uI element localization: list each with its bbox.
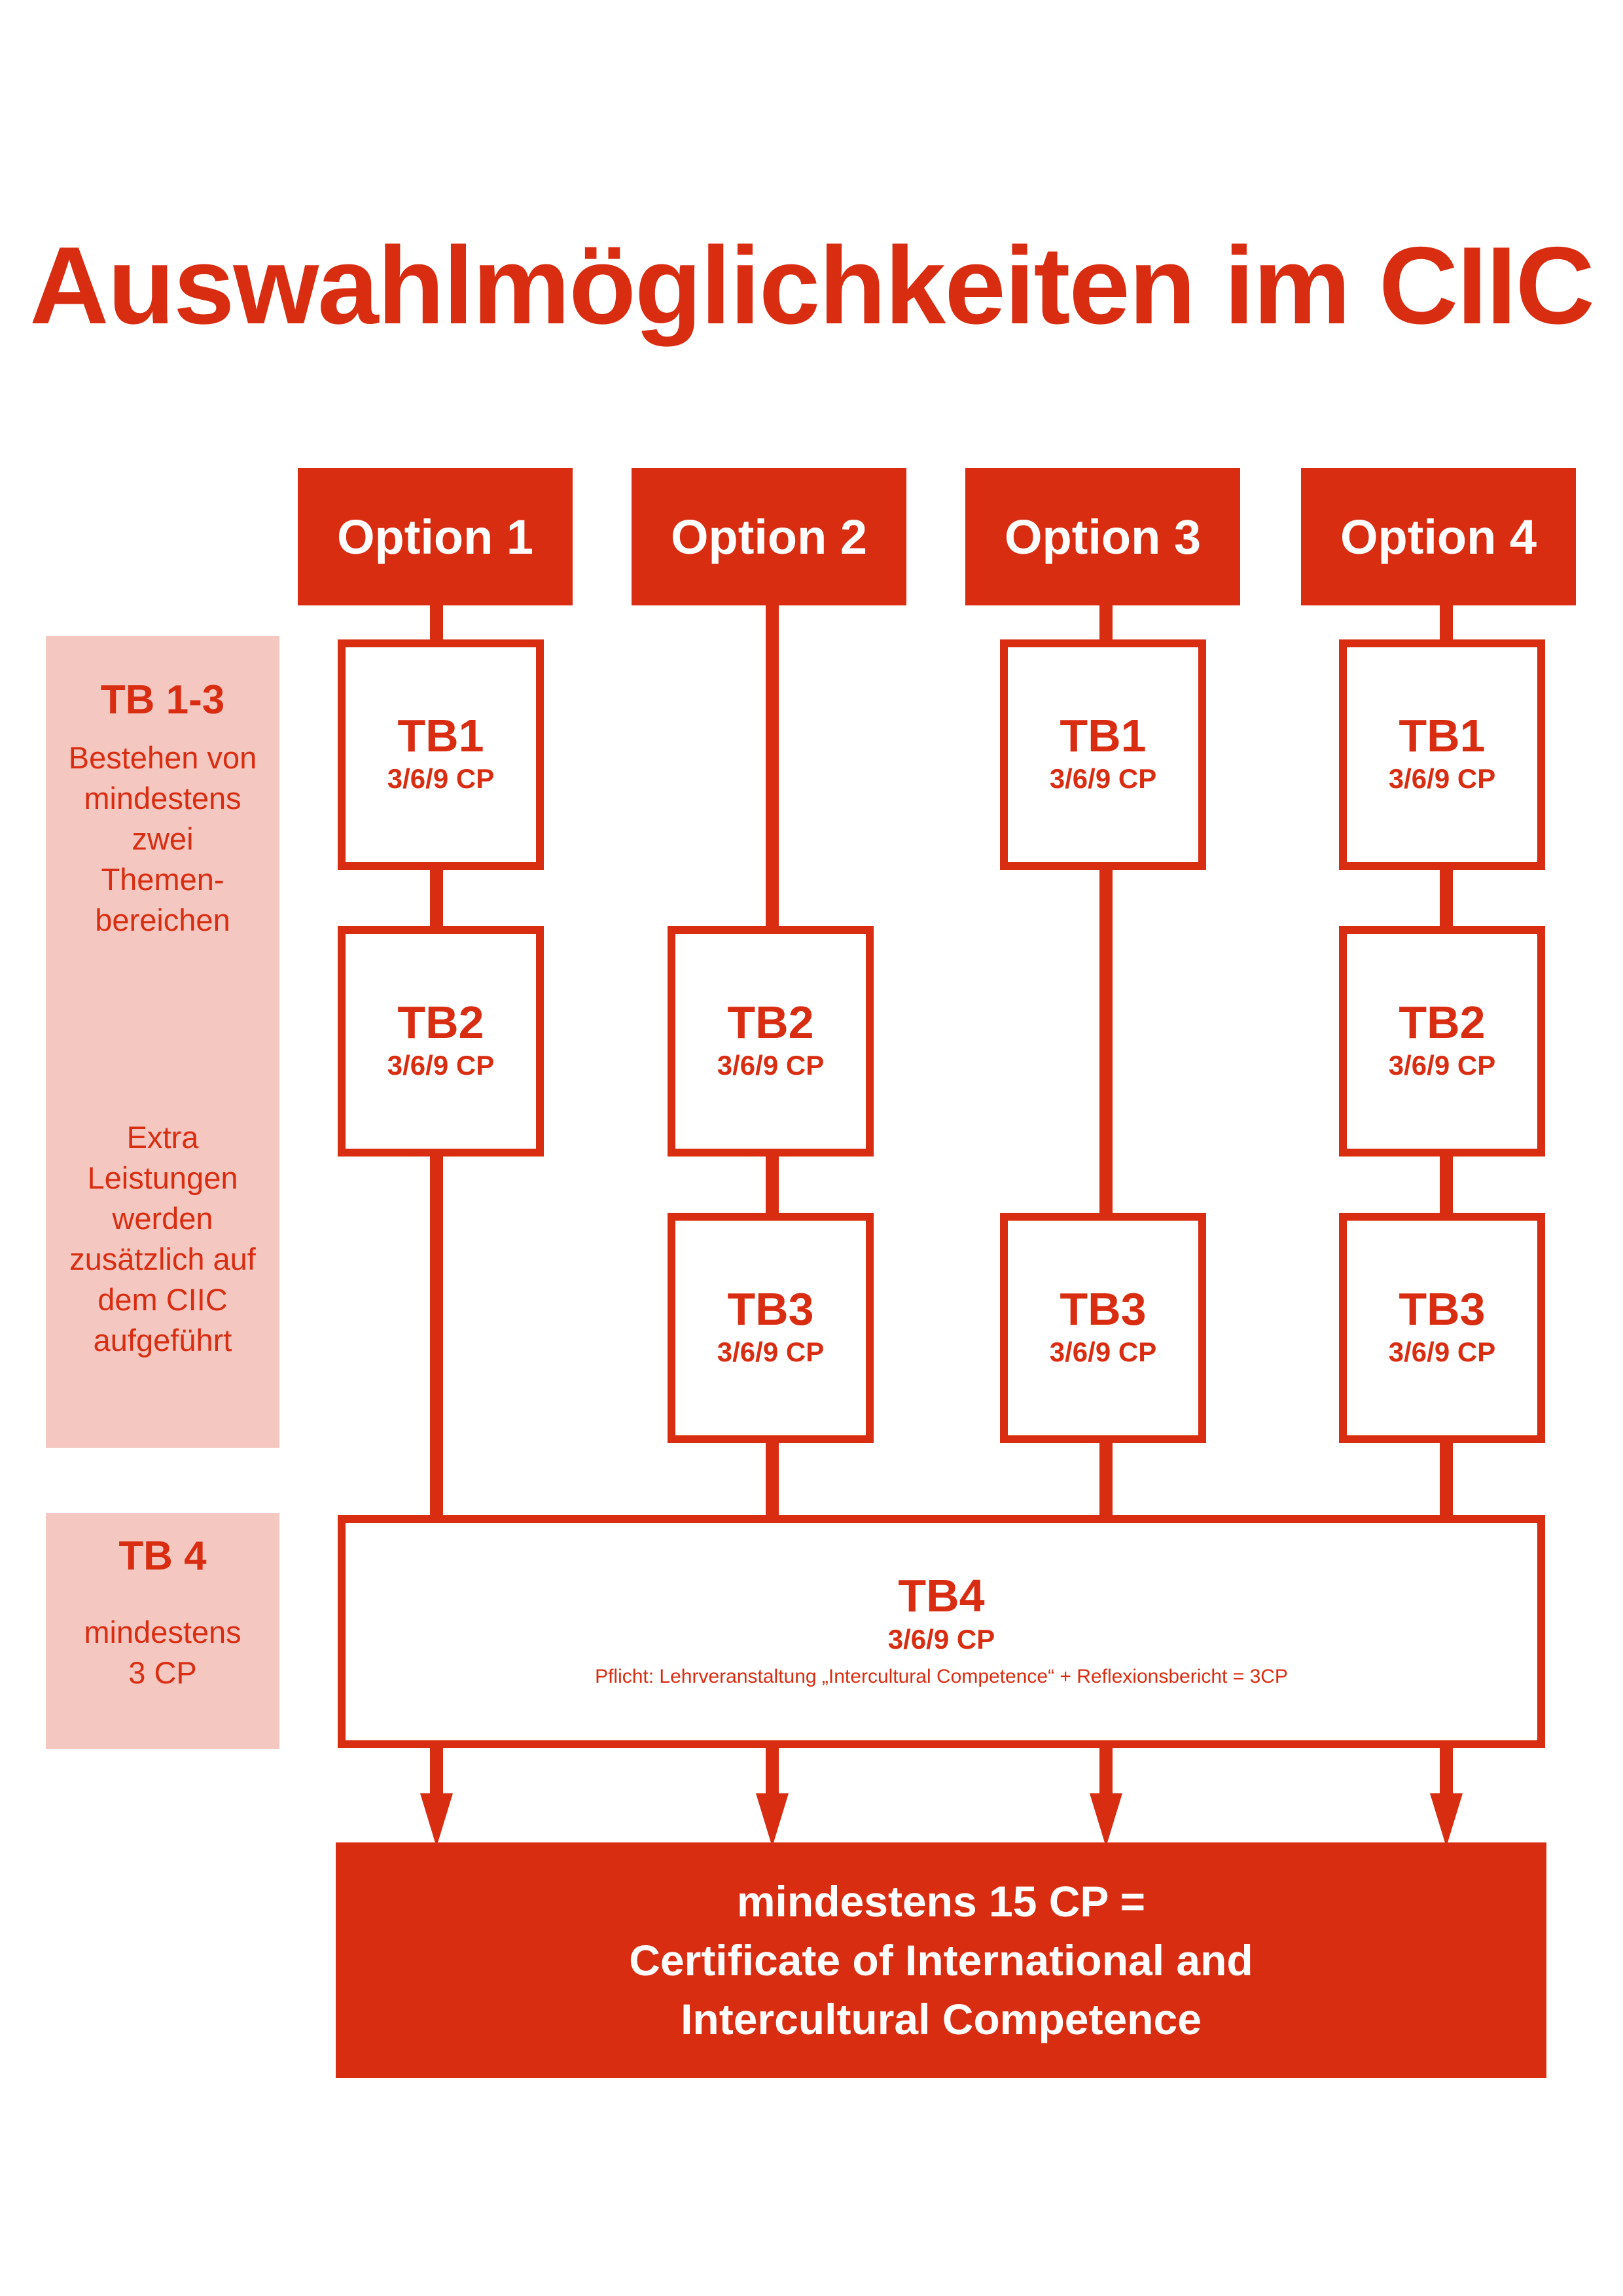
page-title: Auswahlmöglichkeiten im CIIC [29,224,1595,347]
arrow-head-3 [1090,1793,1122,1847]
tb4-cp: 3/6/9 CP [887,1624,995,1655]
sidebar-text-line: Bestehen von [68,740,257,775]
option-2-tb2-box: TB2 3/6/9 CP [668,926,874,1157]
sidebar-tb4-heading: TB 4 [118,1534,207,1579]
certificate-result-box: mindestens 15 CP = Certificate of Intern… [336,1842,1546,2078]
arrow-head-1 [420,1793,453,1847]
tb-cp: 3/6/9 CP [1049,1336,1157,1367]
sidebar-text-line: bereichen [95,903,230,937]
tb-cp: 3/6/9 CP [1388,1050,1496,1081]
result-line-2: Certificate of International and [629,1936,1253,1984]
tb-cp: 3/6/9 CP [717,1050,825,1081]
option-2-tb3-box: TB3 3/6/9 CP [668,1213,874,1443]
sidebar-text-line: 3 CP [128,1655,197,1690]
sidebar-text-line: zwei [132,821,194,856]
sidebar-text-line: Extra [126,1120,199,1155]
tb-cp: 3/6/9 CP [387,763,495,794]
tb-name: TB3 [727,1283,814,1335]
tb-cp: 3/6/9 CP [387,1050,495,1081]
sidebar-text-line: werden [112,1201,213,1236]
tb-name: TB1 [1399,710,1486,761]
sidebar-tb1-3-heading: TB 1-3 [100,677,225,723]
sidebar-text-line: mindestens [84,781,241,816]
option-3-tb3-box: TB3 3/6/9 CP [1000,1213,1206,1443]
option-2-header: Option 2 [632,468,906,605]
sidebar-text-line: mindestens [84,1615,241,1649]
option-1-tb2-box: TB2 3/6/9 CP [338,926,544,1157]
option-4-tb3-box: TB3 3/6/9 CP [1339,1213,1545,1443]
sidebar-text-line: dem CIIC [98,1282,228,1317]
option-4-header: Option 4 [1301,468,1576,605]
result-line-3: Intercultural Competence [681,1995,1202,2043]
result-line-1: mindestens 15 CP = [736,1877,1146,1926]
tb4-note: Pflicht: Lehrveranstaltung „Intercultura… [595,1666,1288,1687]
sidebar-text-line: aufgeführt [93,1323,232,1357]
arrow-head-4 [1430,1793,1463,1847]
tb-cp: 3/6/9 CP [1388,763,1496,794]
option-1-header: Option 1 [298,468,573,605]
tb-name: TB1 [1060,710,1147,761]
tb-name: TB2 [727,997,814,1048]
tb-name: TB3 [1399,1283,1486,1335]
option-3-tb1-box: TB1 3/6/9 CP [1000,639,1206,870]
tb-cp: 3/6/9 CP [1049,763,1157,794]
sidebar-tb4: TB 4 mindestens 3 CP [46,1513,279,1749]
sidebar-tb1-3: TB 1-3 Bestehen von mindestens zwei Them… [46,636,279,1448]
tb4-box: TB4 3/6/9 CP Pflicht: Lehrveranstaltung … [338,1515,1545,1748]
arrow-head-2 [756,1793,789,1847]
tb-name: TB2 [1399,997,1486,1048]
tb-cp: 3/6/9 CP [717,1336,825,1367]
tb-name: TB2 [397,997,484,1048]
tb-name: TB1 [397,710,484,761]
tb-cp: 3/6/9 CP [1388,1336,1496,1367]
option-4-tb2-box: TB2 3/6/9 CP [1339,926,1545,1157]
option-3-header: Option 3 [965,468,1240,605]
tb-name: TB3 [1060,1283,1147,1335]
tb4-name: TB4 [898,1570,985,1621]
option-4-tb1-box: TB1 3/6/9 CP [1339,639,1545,870]
option-1-tb1-box: TB1 3/6/9 CP [338,639,544,870]
sidebar-text-line: zusätzlich auf [69,1242,256,1276]
sidebar-text-line: Themen- [101,862,224,897]
sidebar-text-line: Leistungen [87,1160,238,1195]
